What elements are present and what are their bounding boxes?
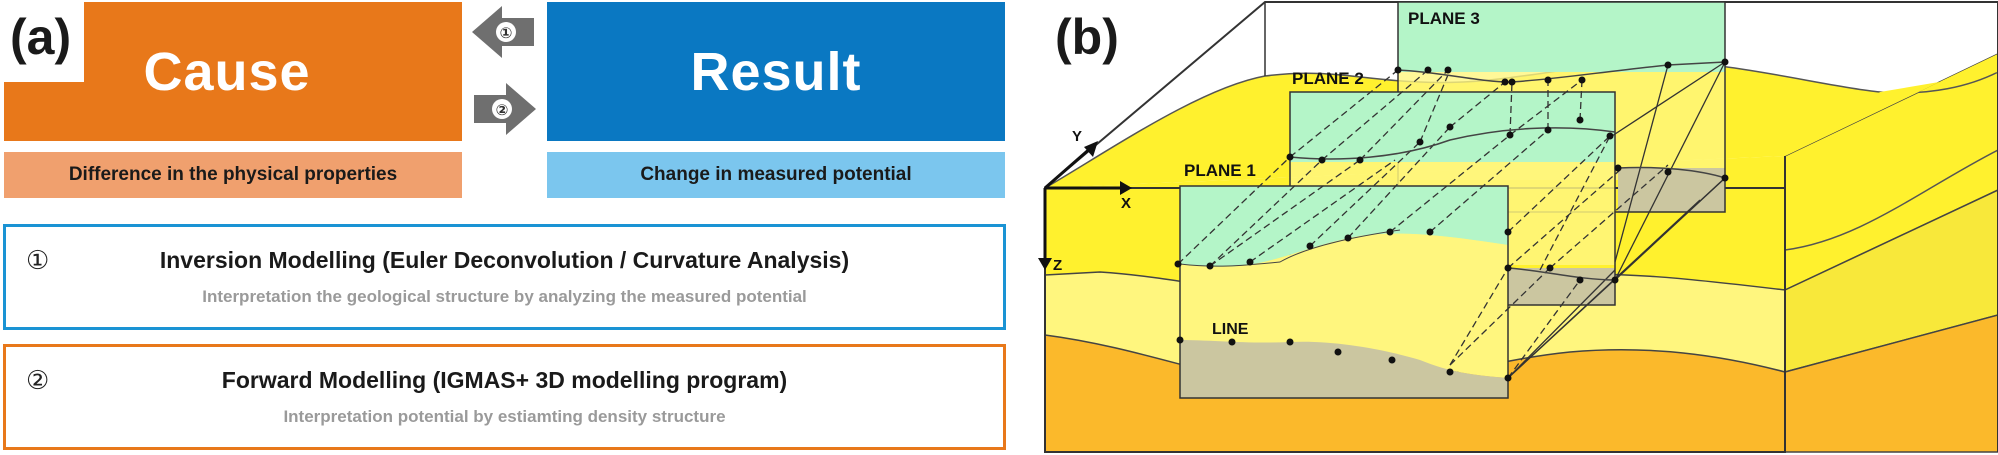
control-points [1174, 58, 1729, 382]
inversion-description: Interpretation the geological structure … [202, 287, 807, 306]
plane-1: PLANE 1 [1179, 161, 1509, 399]
arrow-1-number: ① [500, 25, 513, 42]
x-axis-label: X [1121, 195, 1131, 212]
forward-modelling-box: ② Forward Modelling (IGMAS+ 3D modelling… [3, 344, 1006, 450]
inversion-number: ① [26, 245, 50, 275]
forward-title: Forward Modelling (IGMAS+ 3D modelling p… [221, 367, 788, 393]
forward-description: Interpretation potential by estiamting d… [283, 407, 726, 426]
arrow-right-icon: ② [474, 83, 536, 135]
result-title: Result [690, 41, 862, 102]
z-axis-label: Z [1053, 257, 1062, 274]
cause-label-notch [4, 2, 84, 82]
inversion-title: Inversion Modelling (Euler Deconvolution… [159, 247, 850, 273]
plane-3-label: PLANE 3 [1408, 9, 1480, 28]
model-side-face [1784, 53, 1998, 453]
plane-2-label: PLANE 2 [1292, 69, 1364, 88]
arrows-between-boxes: ① ② [472, 6, 536, 135]
cause-subtitle: Difference in the physical properties [68, 164, 398, 185]
arrow-2-number: ② [496, 102, 509, 119]
line-label: LINE [1212, 321, 1249, 338]
cause-box: Cause [4, 2, 462, 141]
cause-title: Cause [143, 41, 311, 102]
result-subtitle: Change in measured potential [640, 164, 912, 185]
arrow-left-icon: ① [472, 6, 534, 58]
panel-b-label: (b) [1055, 9, 1119, 65]
axis-icon [1038, 141, 1132, 270]
result-subtitle-box: Change in measured potential [547, 152, 1005, 198]
result-box: Result [547, 2, 1005, 141]
plane-1-label: PLANE 1 [1184, 161, 1256, 180]
forward-number: ② [26, 365, 50, 395]
cause-subtitle-box: Difference in the physical properties [4, 152, 462, 198]
3d-geological-model: PLANE 3 PLANE 2 PLANE 1 [1038, 1, 1998, 453]
y-axis-label: Y [1072, 128, 1082, 145]
inversion-modelling-box: ① Inversion Modelling (Euler Deconvoluti… [3, 224, 1006, 330]
panel-a-label-overlay: (a) [10, 9, 72, 65]
